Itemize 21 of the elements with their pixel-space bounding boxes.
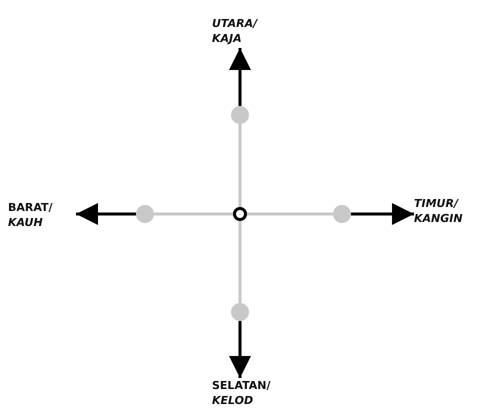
junction-dot (231, 106, 249, 124)
connector-line (238, 221, 242, 303)
connector-line (238, 124, 242, 207)
junction-dot (231, 303, 249, 321)
connector-line (247, 212, 333, 216)
direction-label: KANGIN (414, 211, 463, 226)
arrow (229, 48, 251, 106)
direction-label: KAUH (8, 215, 43, 230)
direction-label: BARAT/ (8, 200, 53, 215)
direction-label: KELOD (212, 393, 254, 408)
direction-label: UTARA/ (212, 16, 258, 31)
arrow (229, 321, 251, 378)
direction-label: SELATAN/ (212, 378, 270, 393)
junction-dot (136, 205, 154, 223)
junction-dot (333, 205, 351, 223)
arrow (351, 203, 414, 225)
direction-label: KAJA (212, 31, 242, 46)
arrow (76, 203, 136, 225)
connector-line (154, 212, 233, 216)
direction-label: TIMUR/ (414, 196, 458, 211)
center-point (233, 207, 247, 221)
